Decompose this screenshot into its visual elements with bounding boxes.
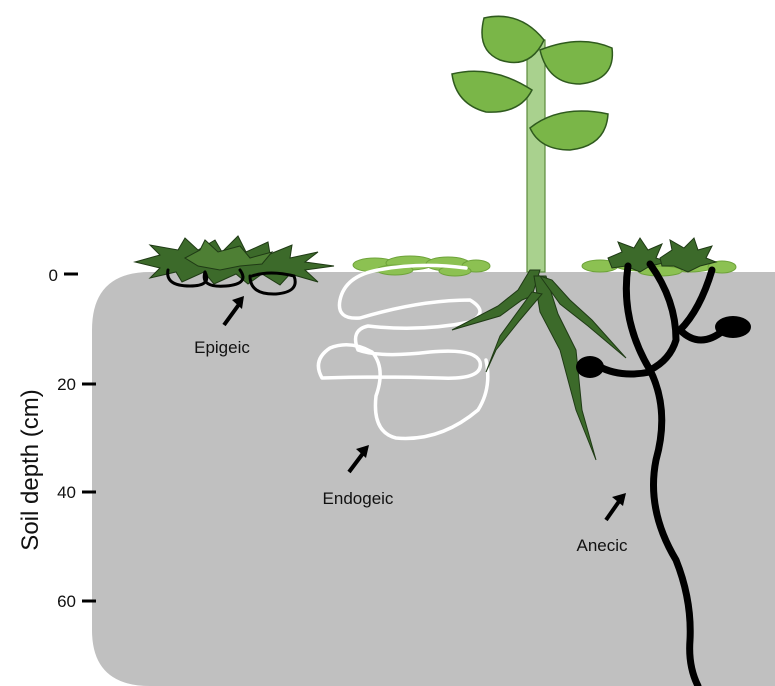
plant-leaf-right-upper bbox=[540, 41, 612, 84]
axis-label: Soil depth (cm) bbox=[17, 389, 44, 550]
tick-label-40: 40 bbox=[57, 483, 76, 502]
label-endogeic: Endogeic bbox=[323, 489, 394, 508]
plant-leaf-left bbox=[452, 71, 532, 112]
tick-label-60: 60 bbox=[57, 592, 76, 611]
tick-label-20: 20 bbox=[57, 375, 76, 394]
label-epigeic: Epigeic bbox=[194, 338, 250, 357]
label-anecic: Anecic bbox=[576, 536, 628, 555]
tick-label-0: 0 bbox=[49, 266, 58, 285]
plant-stem bbox=[527, 40, 545, 272]
